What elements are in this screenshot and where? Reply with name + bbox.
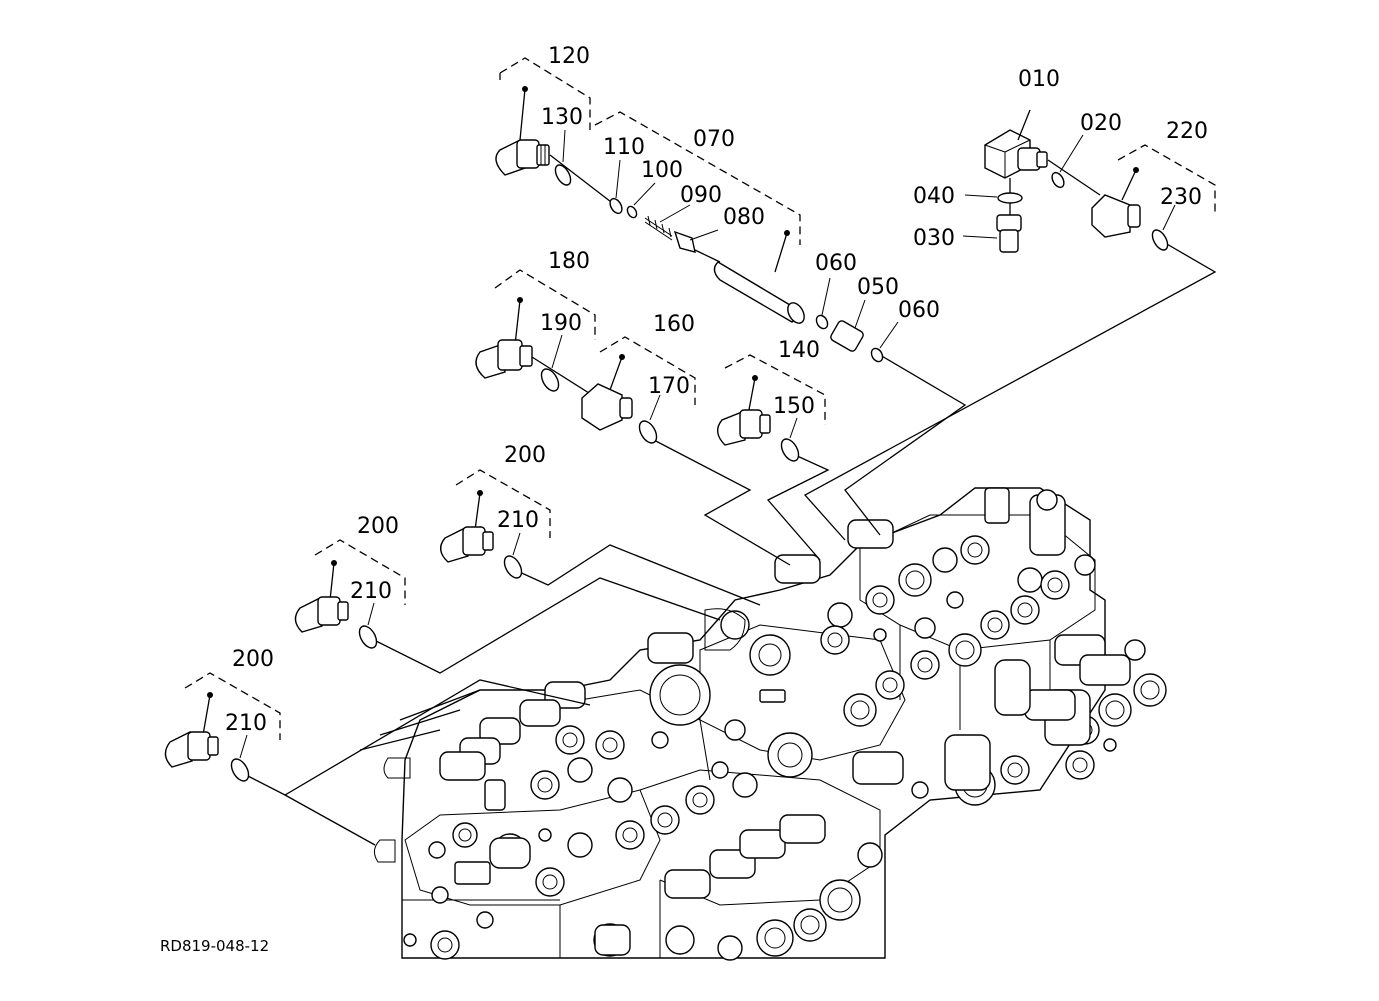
label-040: 040	[913, 184, 955, 209]
label-020: 020	[1080, 111, 1122, 136]
label-200-middle: 200	[357, 514, 399, 539]
label-070: 070	[693, 127, 735, 152]
label-050: 050	[857, 275, 899, 300]
label-160: 160	[653, 312, 695, 337]
relief-valve-070	[594, 111, 884, 363]
pressure-switch-010	[984, 109, 1101, 253]
elbow-fitting-200-top	[440, 469, 551, 579]
label-100: 100	[641, 158, 683, 183]
label-030: 030	[913, 226, 955, 251]
elbow-fitting-200-middle	[294, 539, 406, 649]
label-110: 110	[603, 135, 645, 160]
label-200-bottom: 200	[232, 647, 274, 672]
label-210-top: 210	[497, 508, 539, 533]
label-180: 180	[548, 249, 590, 274]
spool-fittings	[374, 487, 1131, 956]
label-230: 230	[1160, 185, 1202, 210]
elbow-fitting-140	[717, 354, 826, 462]
label-080: 080	[723, 205, 765, 230]
elbow-fitting-200-bottom	[164, 672, 281, 782]
plug-fitting-220	[1091, 144, 1216, 251]
part-labels: 120 130 110 070 100 090 080 060 050 060 …	[225, 44, 1208, 736]
plug-fitting-160	[581, 336, 696, 444]
o-ring-130	[554, 164, 572, 186]
drawing-code: RD819-048-12	[160, 937, 269, 955]
label-220: 220	[1166, 119, 1208, 144]
label-140: 140	[778, 338, 820, 363]
label-120: 120	[548, 44, 590, 69]
control-valve-body	[374, 487, 1167, 961]
leader-lines	[239, 129, 1176, 759]
connection-lines	[239, 239, 1217, 846]
label-210-middle: 210	[350, 579, 392, 604]
label-060-upper: 060	[815, 251, 857, 276]
label-010: 010	[1018, 67, 1060, 92]
label-190: 190	[540, 311, 582, 336]
label-150: 150	[773, 394, 815, 419]
label-130: 130	[541, 105, 583, 130]
label-090: 090	[680, 183, 722, 208]
label-060-lower: 060	[898, 298, 940, 323]
label-170: 170	[648, 374, 690, 399]
elbow-fitting-120	[495, 57, 616, 206]
label-200-top: 200	[504, 443, 546, 468]
label-210-bottom: 210	[225, 711, 267, 736]
